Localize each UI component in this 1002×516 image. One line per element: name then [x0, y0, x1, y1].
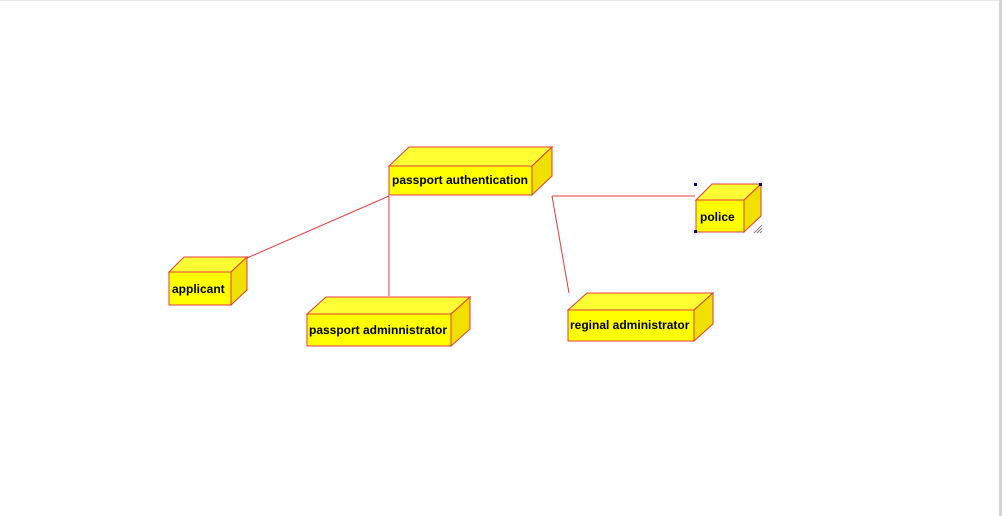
node-front-face: [168, 271, 232, 306]
node-label: reginal administrator: [570, 318, 690, 332]
link-auth-applicant[interactable]: [246, 195, 390, 259]
selection-handle-top-right[interactable]: [759, 183, 762, 186]
node-front-face: [306, 313, 452, 347]
link-auth-regional-administrator[interactable]: [551, 195, 570, 294]
node-top-face: [566, 292, 715, 311]
node-label: applicant: [172, 282, 225, 296]
node-passport-administrator[interactable]: passport adminnistrator: [305, 295, 472, 348]
node-front-face: [388, 165, 533, 196]
node-label: passport authentication: [392, 173, 528, 187]
node-top-face: [305, 296, 472, 315]
node-front-face: [567, 309, 695, 342]
node-regional-administrator[interactable]: reginal administrator: [566, 291, 715, 343]
canvas-right-border: [999, 0, 1002, 516]
selection-handle-bottom-left[interactable]: [694, 230, 697, 233]
node-top-face: [387, 146, 554, 167]
node-front-face: [695, 199, 745, 233]
canvas-top-border: [0, 0, 1002, 1]
selection-handle-top-left[interactable]: [694, 183, 697, 186]
node-label: passport adminnistrator: [309, 323, 447, 337]
node-police[interactable]: police: [694, 182, 763, 234]
node-label: police: [700, 210, 735, 224]
node-passport-authentication[interactable]: passport authentication: [387, 145, 554, 197]
resize-grip-icon[interactable]: [753, 224, 763, 234]
links: [246, 195, 695, 296]
node-applicant[interactable]: applicant: [167, 255, 249, 307]
